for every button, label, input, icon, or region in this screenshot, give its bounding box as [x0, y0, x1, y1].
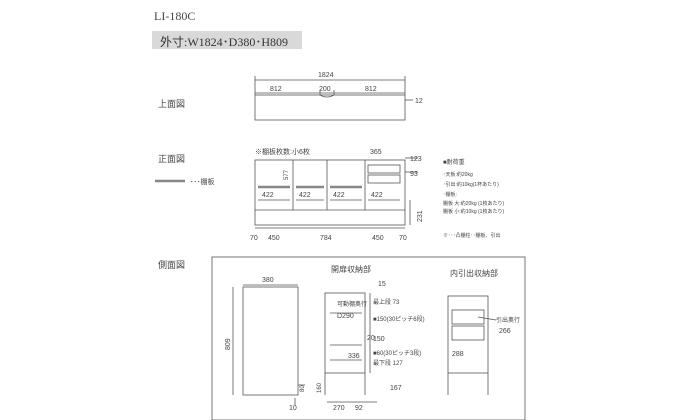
door-pitch-2: ■60(30ピッチ3段) [373, 349, 421, 357]
load-line-2: ･引出:約10kg(1杯あたり) [443, 181, 499, 188]
dim-top-center: 200 [319, 86, 331, 93]
drawer-depth-value: 266 [499, 328, 511, 335]
drawer-section-outline [447, 295, 489, 374]
side-profile-drawing [232, 284, 305, 405]
drawer-depth-label: 引出奥行 [496, 316, 520, 324]
door-upper-label: 最上段 73 [373, 298, 400, 306]
dim-bottom-4: 450 [372, 235, 384, 242]
door-right-dim: 167 [390, 385, 402, 392]
dim-shelf-4: 422 [371, 192, 383, 199]
load-line-4: 棚板 大:約20kg (1枚あたり) [443, 200, 504, 207]
door-lower-label: 最下段 127 [373, 359, 403, 367]
side-profile-outline [242, 286, 299, 396]
dim-bottom-1: 70 [250, 235, 258, 242]
door-pitch-1: ■150(30ピッチ6段) [373, 315, 425, 323]
inner-drawer-upper [451, 309, 485, 325]
door-width-dim: 336 [348, 353, 360, 360]
outer-dimensions: 外寸:W1824･D380･H809 [160, 35, 288, 49]
dim-inner-height: 577 [284, 169, 290, 180]
dim-overall: 1824 [318, 72, 334, 79]
door-gap-dim: 150 [373, 336, 385, 343]
dim-top-right: 812 [365, 86, 377, 93]
top-view-label: 上面図 [158, 99, 185, 109]
legend-shelf-label: ･･･棚板 [190, 177, 215, 186]
top-view-drawing [254, 76, 413, 121]
door-top-dim: 15 [378, 281, 386, 288]
dim-bottom-5: 70 [399, 235, 407, 242]
inner-drawer-lower [451, 325, 485, 341]
dim-side-height: 809 [225, 338, 232, 350]
drawer-height-dim: 288 [452, 351, 464, 358]
dim-side-base: 80 [300, 385, 306, 392]
door-bottom-a: 270 [333, 405, 345, 412]
door-section-drawing [324, 292, 377, 403]
front-view-drawing [254, 157, 418, 229]
door-mid-dim: 20 [367, 335, 375, 342]
door-depth-label: 可動棚奥行 [337, 300, 367, 308]
door-depth-value: D290 [337, 313, 354, 320]
dim-side-offset: 10 [289, 405, 297, 412]
drawer-front-upper [367, 164, 401, 174]
door-section-title: 開扉収納部 [331, 264, 371, 274]
dim-bottom-2: 450 [268, 235, 280, 242]
top-view-notch [319, 94, 335, 98]
drawer-section-drawing [447, 295, 497, 395]
front-view-outline [254, 159, 406, 226]
dim-base-height: 231 [417, 210, 424, 222]
door-bottom-b: 92 [355, 405, 363, 412]
door-section-outline [324, 292, 366, 374]
dim-drawer-height: 93 [410, 171, 418, 178]
front-view-label: 正面図 [158, 154, 185, 164]
dim-bottom-3: 784 [320, 235, 332, 242]
dim-side-depth: 380 [262, 277, 274, 284]
dim-shelf-1: 422 [262, 192, 274, 199]
side-view-frame [211, 256, 526, 420]
load-line-1: ･天板:約20kg [443, 171, 473, 178]
drawer-section-title: 内引出収納部 [450, 268, 498, 278]
door-base-dim: 160 [317, 382, 323, 393]
dim-shelf-2: 422 [299, 192, 311, 199]
load-title: ■耐荷重 [443, 158, 465, 166]
dim-top-depth: 12 [415, 98, 423, 105]
load-line-3: ･棚板: [443, 191, 457, 198]
load-line-5: 棚板 小:約10kg (1枚あたり) [443, 208, 504, 215]
dim-shelf-3: 422 [333, 192, 345, 199]
dimensions-band [152, 31, 302, 49]
hardware-note: ※･･･凸棚柱･･棚板、引出 [443, 232, 501, 239]
dim-drawer-width: 365 [370, 149, 382, 156]
dim-top-height: 123 [410, 156, 422, 163]
top-view-outline [254, 94, 406, 121]
model-number: LI-180C [154, 9, 196, 23]
side-view-label: 側面図 [158, 259, 185, 270]
drawer-front-lower [367, 174, 401, 184]
dim-top-left: 812 [270, 86, 282, 93]
shelf-note: ※棚板枚数:小6枚 [255, 147, 310, 156]
